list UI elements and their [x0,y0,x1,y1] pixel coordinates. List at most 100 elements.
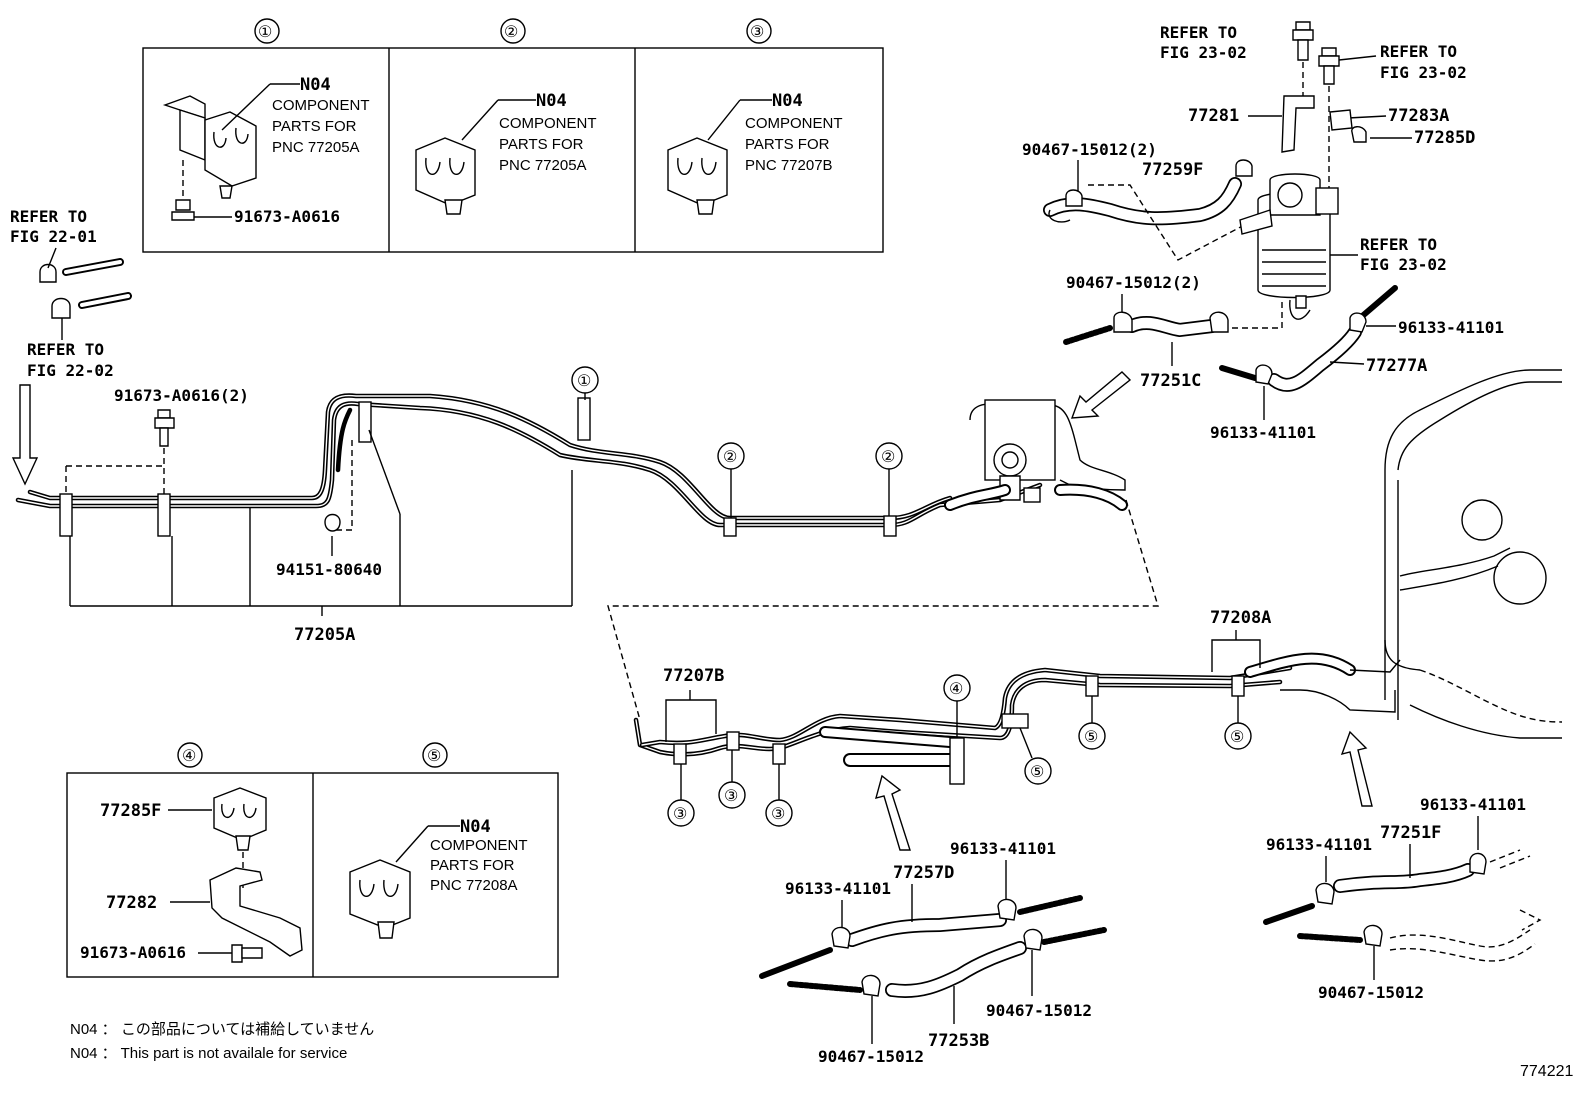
hose-clip-icon [861,974,881,997]
detail-2-code: N04 [536,91,567,111]
hose-clip-icon [1349,312,1367,333]
detail-2-desc-line1: COMPONENT [499,115,597,132]
hose-clip-icon [1315,882,1335,905]
label-94151-80640: 94151-80640 [276,560,382,579]
detail-4-part-77282: 77282 [106,893,157,913]
refer-fig2302c-line1: REFER TO [1360,235,1437,254]
refer-fig2201-line1: REFER TO [10,207,87,226]
hose-clip-icon [1065,189,1083,207]
refer-fig2302a-line2: FIG 23-02 [1160,43,1247,62]
clamp-marker-3a: ③ [673,806,687,823]
clamp-marker-5b: ⑤ [1084,729,1098,746]
label-77257D: 77257D [893,863,954,883]
detail-1-desc-line2: PARTS FOR [272,118,357,135]
refer-fig2202-line1: REFER TO [27,340,104,359]
grommet-icon [324,513,341,532]
hose-clip-icon [1023,928,1043,951]
label-90467-15012-d: 90467-15012 [818,1047,924,1066]
label-77251C: 77251C [1140,371,1201,391]
fuel-tank-outline [1384,369,1563,739]
detail-number-5: ⑤ [427,748,441,765]
direction-arrow-icon [1340,730,1373,807]
hose-90467-right [1297,909,1542,962]
label-90467-15012-2b: 90467-15012(2) [1066,273,1201,292]
clamp-icon [667,137,728,215]
hose-clip-icon [997,898,1017,921]
clamp-icon [213,787,267,851]
hose-77277A [1219,285,1398,392]
pipe-clamp [1085,675,1099,697]
footnote-japanese: N04 ： この部品については補給していません [70,1021,374,1038]
refer-fig2202-line2: FIG 22-02 [27,361,114,380]
detail-5-desc-line1: COMPONENT [430,837,528,854]
clamp-icon [415,137,476,215]
label-96133-41101-c: 96133-41101 [1420,795,1526,814]
hose-clip-icon [1469,852,1487,875]
detail-1-code: N04 [300,75,331,95]
hose-clip-icon [831,926,851,949]
pipe-clamp [59,493,73,537]
clamp-marker-5c: ⑤ [1230,729,1244,746]
detail-4-part-77285F: 77285F [100,801,161,821]
detail-3-desc-line3: PNC 77207B [745,157,833,174]
clamp-icon [349,859,411,939]
hose-clip-icon [1209,311,1229,333]
detail-frame-top [142,47,884,253]
direction-arrow-icon [11,384,39,486]
label-96133-41101-f: 96133-41101 [785,879,891,898]
detail-2-desc-line3: PNC 77205A [499,157,587,174]
detail-box-group-bottom: ④ ⑤ 77285F 77282 91673-A0616 N04 COMPONE… [66,742,559,978]
detail-number-1: ① [258,24,272,41]
figure-id: 774221 [1520,1063,1573,1080]
hose-clip-icon [1113,311,1133,333]
clamp-marker-5a: ⑤ [1030,764,1044,781]
clip-icon [1351,126,1367,143]
pipe-clamp [726,731,740,751]
refer-fig2201-line2: FIG 22-01 [10,227,97,246]
label-77253B: 77253B [928,1031,989,1051]
label-96133-41101-e: 96133-41101 [950,839,1056,858]
footnote-english: N04 ： This part is not availale for serv… [70,1045,347,1062]
direction-arrow-icon [1070,371,1132,419]
bracket-icon [1329,109,1353,131]
label-77205A: 77205A [294,625,355,645]
pipe-clamp [1231,675,1245,697]
clamp-marker-1: ① [577,373,591,390]
hose-clip-icon [1255,364,1273,385]
detail-number-3: ③ [750,24,764,41]
detail-3-code: N04 [772,91,803,111]
clamp-bracket-icon [162,95,257,221]
direction-arrow-icon [875,774,911,851]
detail-1-desc-line1: COMPONENT [272,97,370,114]
detail-3-desc-line2: PARTS FOR [745,136,830,153]
pipe-clamp [157,493,171,537]
pipe-clamp [577,397,591,441]
bracket-icon [209,867,303,957]
label-77251F: 77251F [1380,823,1441,843]
detail-2-desc-line2: PARTS FOR [499,136,584,153]
canister-valve-icon [944,399,1128,511]
detail-1-bolt: 91673-A0616 [234,207,340,226]
bolt-icon [1318,47,1340,85]
hose-77251F [1263,849,1531,925]
detail-number-4: ④ [182,748,196,765]
label-77207B: 77207B [663,666,724,686]
label-77277A: 77277A [1366,356,1427,376]
pipe-clamp [772,743,786,765]
fuel-pipe-assembly-bottom [633,652,1401,767]
label-90467-15012-e: 90467-15012 [986,1001,1092,1020]
hose-77257D [759,895,1083,979]
pipe-clamp [883,515,897,537]
bolt-icon [154,409,175,447]
clamp-marker-3b: ③ [724,788,738,805]
label-96133-41101-d: 96133-41101 [1266,835,1372,854]
label-77285D: 77285D [1414,128,1475,148]
hose-clip-icon [1363,924,1383,947]
label-90467-15012-c: 90467-15012 [1318,983,1424,1002]
hose-77251C [1063,315,1219,345]
detail-5-code: N04 [460,817,491,837]
label-77208A: 77208A [1210,608,1271,628]
label-96133-41101-a: 96133-41101 [1398,318,1504,337]
pipe-clamp [723,517,737,537]
